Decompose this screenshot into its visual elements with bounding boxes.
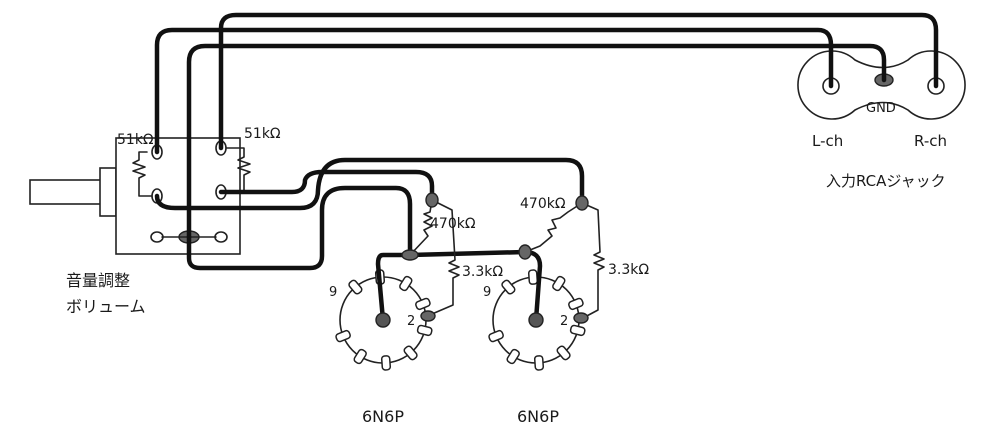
wire-lch — [154, 27, 834, 155]
label-pin2-right: 2 — [560, 314, 568, 329]
label-volume-line2: ボリューム — [66, 297, 146, 316]
socket-pin — [527, 269, 539, 285]
label-pin2-left: 2 — [407, 314, 415, 329]
pot-shaft — [29, 179, 103, 205]
socket-pin — [380, 355, 392, 371]
label-tube-right: 6N6P — [517, 407, 559, 426]
wire-left-signal — [154, 157, 585, 211]
socket-pin — [556, 345, 571, 361]
socket-pin — [348, 279, 363, 295]
wires — [154, 12, 939, 323]
labels: 51kΩ 51kΩ 音量調整 ボリューム 470kΩ 3.3kΩ 470kΩ 3… — [66, 101, 947, 426]
socket-pin — [568, 297, 584, 311]
socket-pin — [506, 348, 520, 365]
socket-center-left — [375, 312, 391, 328]
label-pin9-left: 9 — [329, 285, 337, 300]
label-pin9-right: 9 — [483, 285, 491, 300]
socket-pin — [353, 348, 367, 365]
socket-pin — [335, 329, 351, 343]
pot-bushing — [99, 167, 117, 217]
node-left-pin2 — [420, 310, 436, 322]
node-right-pin2 — [573, 312, 589, 324]
wire-cathode-bus — [375, 252, 413, 323]
label-plate-r-left: 3.3kΩ — [462, 264, 503, 280]
resistor-zigzag-icon — [225, 147, 251, 193]
tube-resistors — [375, 192, 605, 328]
resistor-zigzag-icon — [132, 151, 153, 197]
label-plate-r-right: 3.3kΩ — [608, 262, 649, 278]
wire-gnd — [186, 43, 887, 240]
label-grid-r-left: 470kΩ — [430, 216, 476, 232]
socket-pin — [552, 275, 566, 292]
node-right-grid — [575, 195, 589, 211]
resistor-zigzag-icon — [431, 199, 460, 315]
label-volume-line1: 音量調整 — [66, 271, 130, 290]
socket-pin — [488, 329, 504, 343]
rca-jack — [797, 50, 966, 120]
socket-pin — [415, 297, 431, 311]
node-left-grid — [425, 192, 439, 208]
label-rch: R-ch — [914, 132, 947, 150]
wire-right-signal — [218, 169, 435, 203]
wire-rch — [218, 12, 939, 151]
label-gnd: GND — [866, 101, 896, 116]
socket-pin — [403, 345, 418, 361]
resistor-zigzag-icon — [524, 202, 583, 253]
label-rca-jack: 入力RCAジャック — [826, 172, 946, 190]
label-vol-r-left: 51kΩ — [117, 132, 154, 148]
socket-pin — [501, 279, 516, 295]
resistor-zigzag-icon — [409, 199, 433, 256]
label-tube-left: 6N6P — [362, 407, 404, 426]
resistor-zigzag-icon — [581, 202, 605, 319]
node-left-cathode — [401, 249, 419, 261]
label-lch: L-ch — [812, 132, 843, 150]
socket-pin — [399, 275, 413, 292]
label-grid-r-right: 470kΩ — [520, 196, 566, 212]
label-vol-r-right: 51kΩ — [244, 126, 281, 142]
socket-center-right — [528, 312, 544, 328]
socket-pin — [416, 324, 433, 337]
pot-lug-ground-right — [214, 231, 228, 243]
wire-ground-bus — [186, 185, 413, 271]
volume-pot — [29, 137, 251, 255]
socket-pin — [569, 324, 586, 337]
socket-pin — [533, 355, 545, 371]
node-right-cathode — [518, 244, 532, 260]
